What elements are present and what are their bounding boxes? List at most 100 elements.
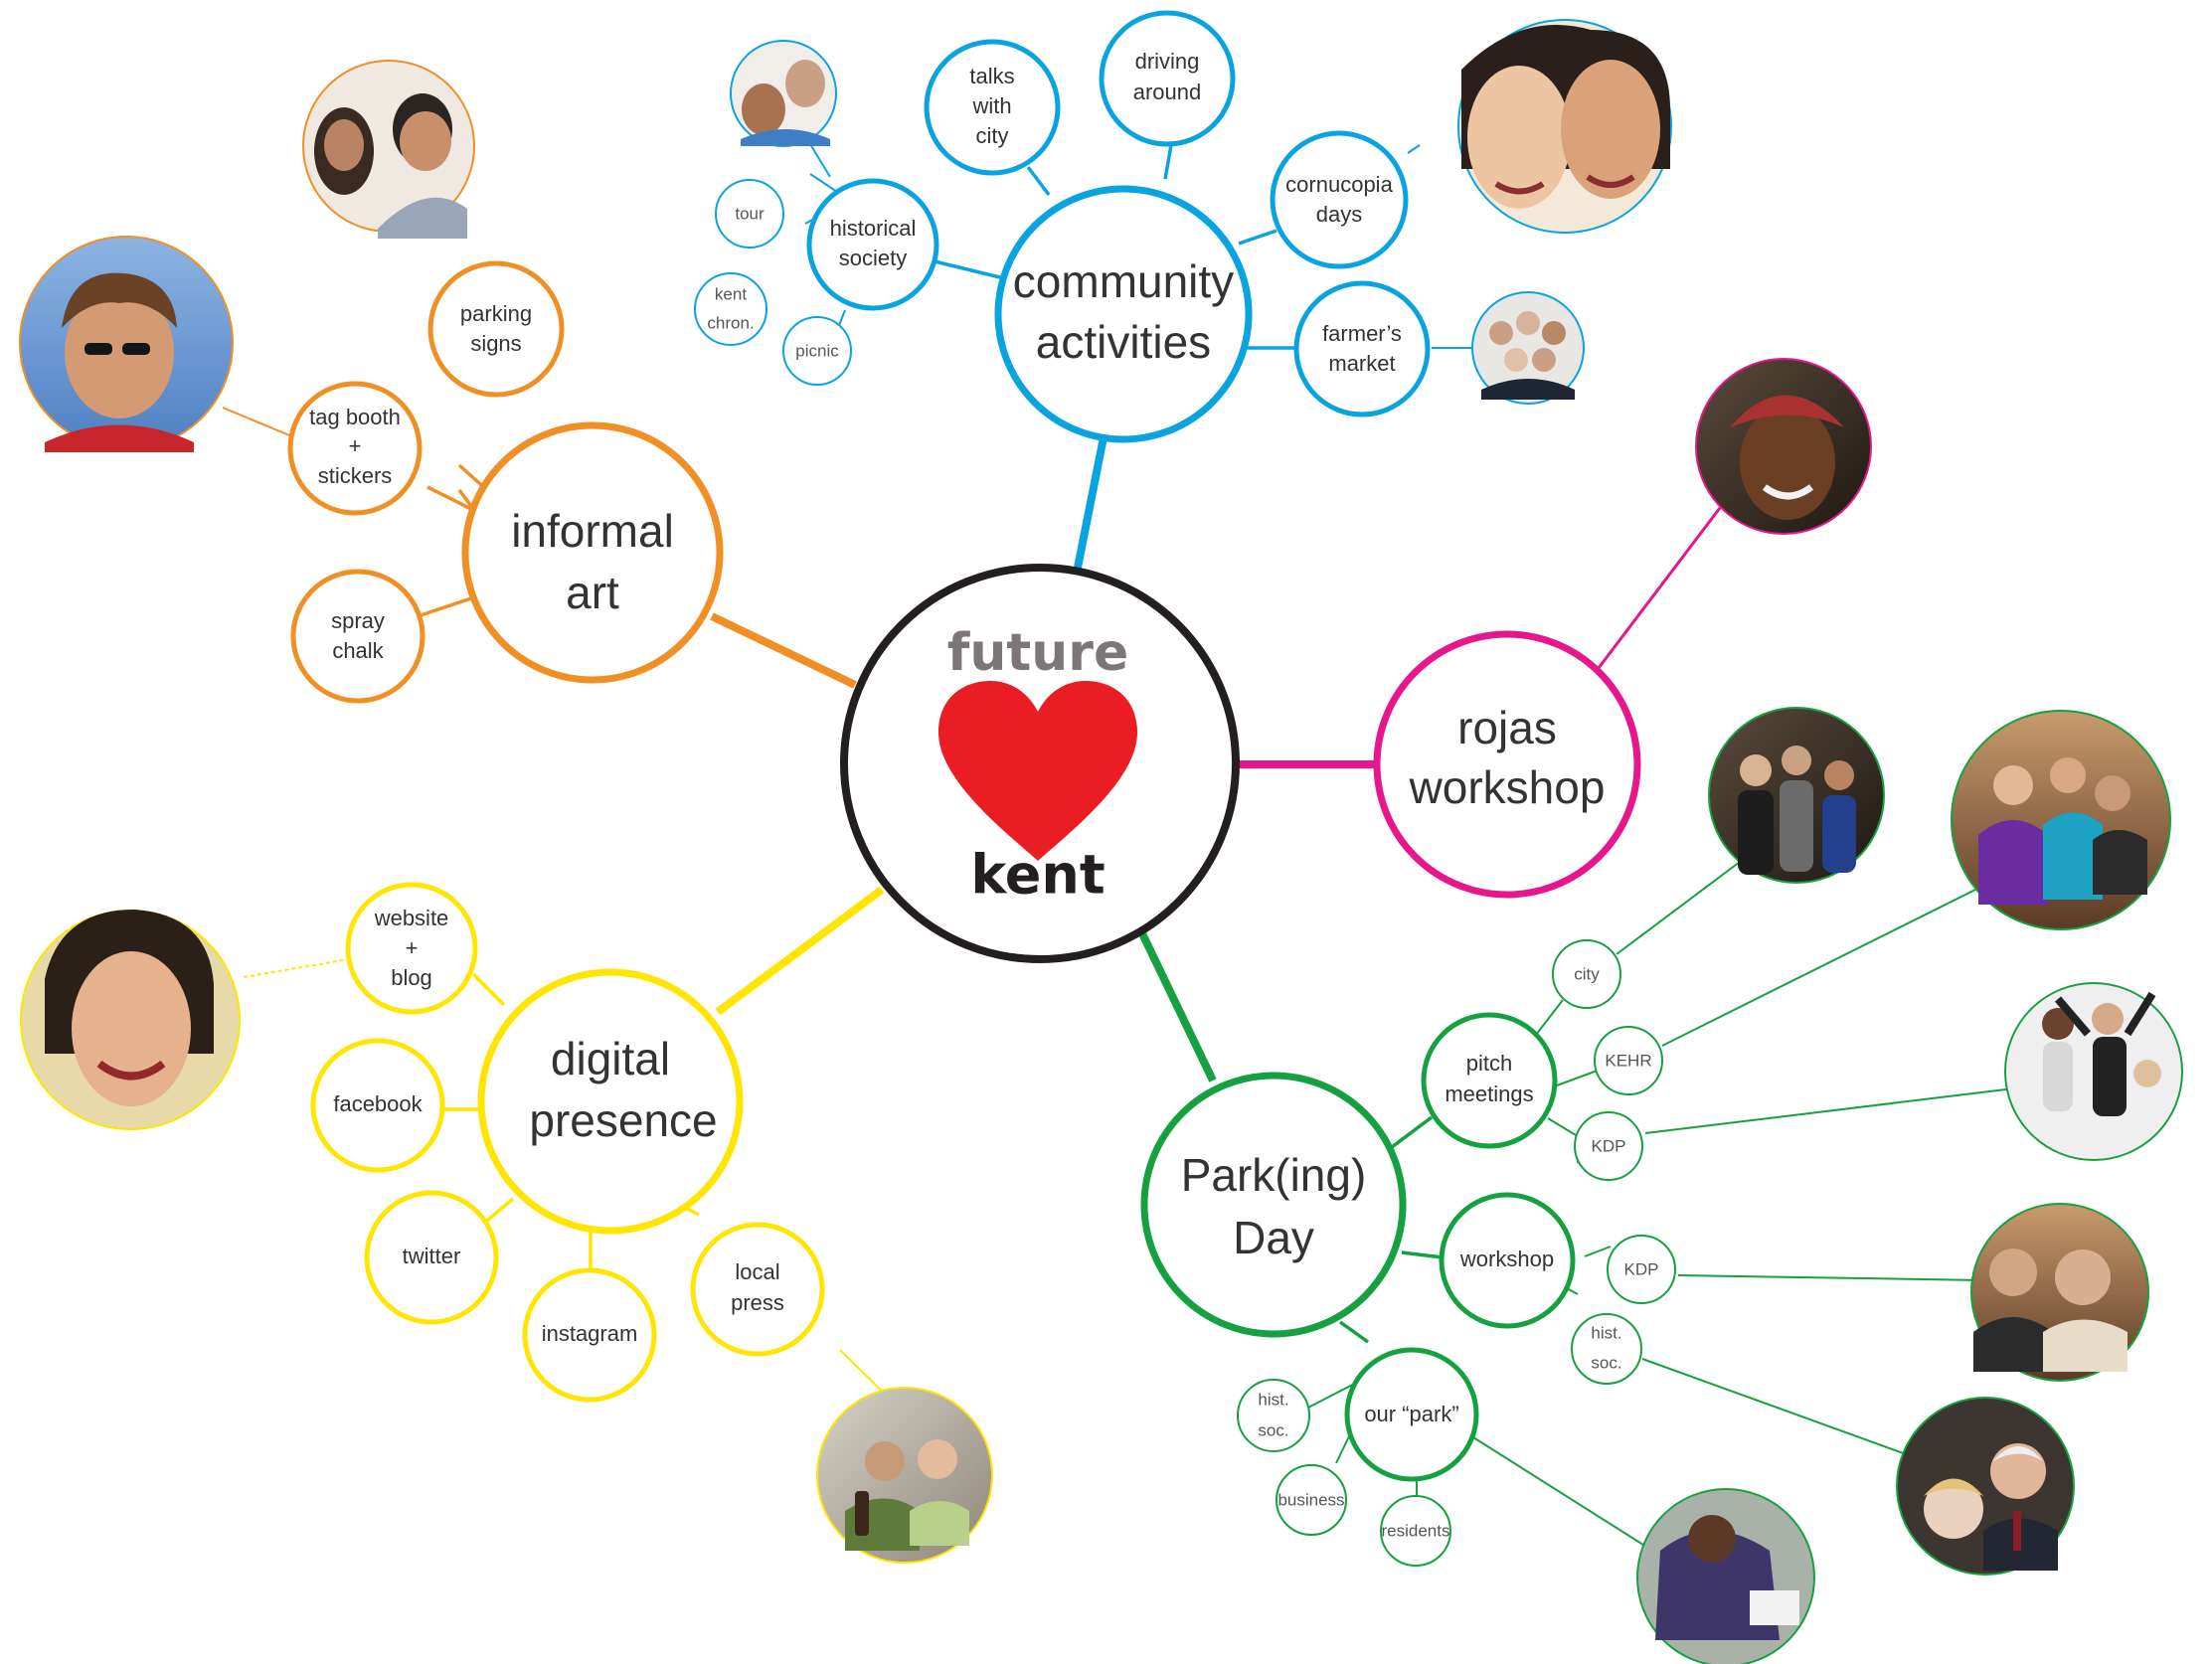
rojas-label-1: rojas <box>1457 702 1557 753</box>
hub-to-parking-day-line <box>1136 927 1217 1082</box>
twitter-node <box>364 1190 499 1325</box>
parking-day-photo-lines <box>1472 858 2015 1548</box>
historical-society-label-2: society <box>839 246 907 270</box>
two-men-photo <box>730 40 837 147</box>
informal-art-label-1: informal <box>511 505 674 557</box>
dancers-photo <box>2004 982 2183 1161</box>
cornucopia-label-1: cornucopia <box>1285 172 1393 197</box>
rojas-workshop-node <box>1373 630 1641 899</box>
kdp-pitch-node <box>1574 1111 1643 1181</box>
branch-rojas-workshop: rojas workshop <box>1373 358 1872 899</box>
community-activities-node <box>994 185 1253 443</box>
couple-photo <box>302 60 475 239</box>
heart-icon <box>938 681 1137 861</box>
cornucopia-label-2: days <box>1316 202 1362 227</box>
pitch-label-1: pitch <box>1466 1051 1512 1076</box>
digital-label-1: digital <box>551 1033 670 1084</box>
hist-soc-workshop-label-1: hist. <box>1591 1323 1621 1342</box>
driving-around-node <box>1099 10 1236 147</box>
driving-label-2: around <box>1133 80 1202 104</box>
tour-node <box>715 179 784 249</box>
farmers-market-node <box>1293 280 1431 417</box>
tag-booth-photo-line <box>222 407 295 438</box>
farmers-market-label-1: farmer’s <box>1322 321 1402 346</box>
pitch-meetings-node <box>1421 1012 1558 1149</box>
kent-chron-label-2: chron. <box>707 313 754 332</box>
kdp-workshop-node <box>1607 1235 1676 1304</box>
local-press-node <box>690 1222 825 1357</box>
hist-soc-workshop-node <box>1571 1313 1642 1385</box>
farmers-market-label-2: market <box>1328 351 1395 376</box>
woman-sunglasses-photo <box>19 236 234 452</box>
kent-chron-label-1: kent <box>715 284 747 303</box>
residents-node <box>1380 1495 1451 1567</box>
community-label-2: activities <box>1036 316 1211 368</box>
spray-chalk-label-2: chalk <box>332 638 384 663</box>
our-park-label: our “park” <box>1364 1402 1458 1426</box>
historical-society-node <box>806 178 939 311</box>
branch-informal-art: informal art parking signs tag booth + s… <box>19 60 724 704</box>
picnic-label: picnic <box>795 341 839 360</box>
instagram-label: instagram <box>542 1321 638 1346</box>
twitter-label: twitter <box>403 1244 461 1268</box>
hub-kent-text: kent <box>970 844 1105 907</box>
digital-label-2: presence <box>529 1094 717 1146</box>
spray-chalk-node <box>290 569 425 704</box>
hist-soc-park-node <box>1237 1379 1310 1452</box>
branch-community-activities: community activities historical society … <box>694 10 1672 443</box>
informal-art-label-2: art <box>566 567 619 618</box>
branch-digital-presence: digital presence website + blog facebook… <box>20 882 993 1564</box>
website-blog-node <box>345 882 478 1015</box>
website-label-1: website <box>374 906 449 930</box>
driving-label-1: driving <box>1135 49 1200 74</box>
cornucopia-days-node <box>1270 130 1409 269</box>
hub-to-community-line <box>1074 436 1107 569</box>
branch-parking-day: Park(ing) Day pitch meetings workshop ou… <box>1140 707 2183 1664</box>
website-label-3: blog <box>391 965 432 990</box>
talks-label-1: talks <box>969 64 1014 88</box>
kdp-workshop-label: KDP <box>1624 1259 1659 1278</box>
talks-label-3: city <box>976 123 1009 148</box>
parking-day-node <box>1140 1072 1407 1338</box>
parking-day-label-1: Park(ing) <box>1181 1149 1367 1201</box>
rojas-label-2: workshop <box>1409 761 1606 813</box>
hub-to-informal-art-line <box>710 612 857 689</box>
smiling-girl-photo <box>1695 358 1872 535</box>
three-people-photo <box>1708 707 1885 884</box>
two-people-table-photo <box>816 1387 993 1564</box>
city-node <box>1552 939 1621 1009</box>
city-label: city <box>1574 964 1600 983</box>
picnic-node <box>782 316 852 386</box>
parking-signs-node <box>427 260 565 398</box>
men-at-table-photo <box>1970 1203 2149 1382</box>
hub-future-text: future <box>947 623 1128 683</box>
tag-booth-label-2: + <box>349 433 362 458</box>
instagram-node <box>522 1267 657 1403</box>
hist-soc-workshop-label-2: soc. <box>1591 1353 1621 1372</box>
website-label-2: + <box>406 935 419 960</box>
website-photo-line <box>243 959 344 978</box>
hub-to-digital-line <box>715 886 885 1016</box>
local-press-label-2: press <box>731 1290 784 1315</box>
hist-soc-park-label-1: hist. <box>1258 1390 1288 1409</box>
rojas-photo-line <box>1597 503 1725 669</box>
tour-label: tour <box>735 204 765 223</box>
residents-label: residents <box>1382 1521 1450 1540</box>
man-writing-photo <box>1636 1488 1815 1664</box>
talks-label-2: with <box>971 93 1011 118</box>
older-couple-photo <box>1896 1397 2075 1576</box>
our-park-node <box>1344 1347 1479 1482</box>
digital-presence-node <box>477 968 744 1235</box>
parking-day-label-2: Day <box>1233 1212 1314 1263</box>
parking-signs-label-1: parking <box>460 301 532 326</box>
spray-chalk-label-1: spray <box>331 608 385 633</box>
facebook-label: facebook <box>333 1091 423 1116</box>
tag-booth-label-1: tag booth <box>309 405 401 429</box>
business-group-photo <box>1471 291 1585 405</box>
kent-chron-node <box>694 272 767 346</box>
kehr-node <box>1594 1026 1663 1095</box>
parking-signs-label-2: signs <box>470 331 521 356</box>
business-label: business <box>1277 1490 1344 1509</box>
workshop-label: workshop <box>1459 1247 1554 1271</box>
